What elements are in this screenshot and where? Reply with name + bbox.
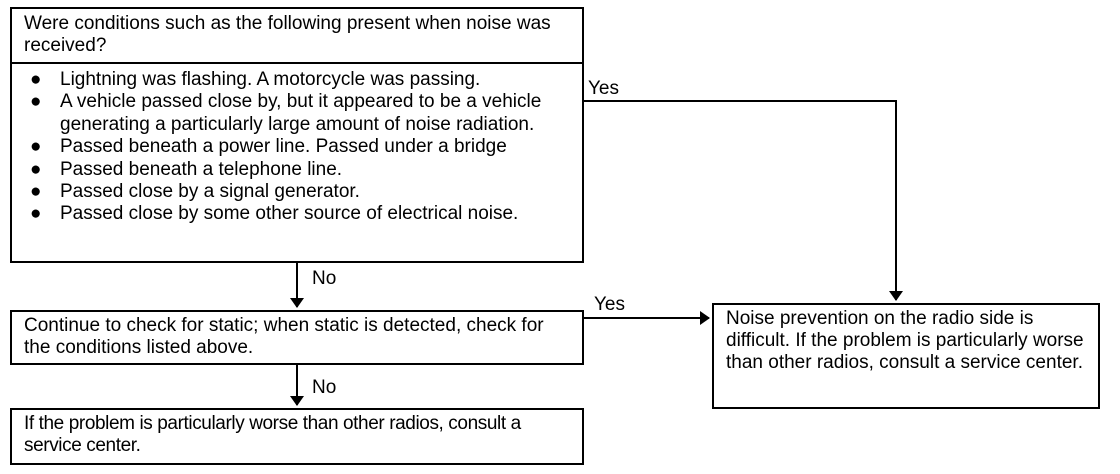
static-check-box: Continue to check for static; when stati… — [10, 310, 584, 365]
question-header-text: Were conditions such as the following pr… — [24, 13, 551, 56]
final-step-box: If the problem is particularly worse tha… — [10, 408, 584, 465]
bullet-icon: ● — [30, 136, 42, 158]
bullet-icon: ● — [30, 91, 42, 113]
yes-label-top: Yes — [588, 78, 619, 99]
condition-text: Passed beneath a telephone line. — [60, 158, 343, 180]
result-text: Noise prevention on the radio side is di… — [726, 308, 1084, 373]
condition-item: ● Passed beneath a telephone line. — [26, 159, 574, 181]
yes-top-connector — [584, 100, 903, 301]
condition-text: Passed close by some other source of ele… — [60, 203, 519, 225]
condition-text: Passed close by a signal generator. — [60, 181, 360, 203]
bullet-icon: ● — [30, 181, 42, 203]
condition-item: ● Passed close by some other source of el… — [26, 203, 574, 225]
result-box: Noise prevention on the radio side is di… — [712, 303, 1100, 409]
condition-list-box: ● Lightning was flashing. A motorcycle wa… — [10, 62, 584, 263]
condition-list: ● Lightning was flashing. A motorcycle wa… — [26, 69, 574, 226]
condition-item: ● A vehicle passed close by, but it appea… — [26, 91, 574, 136]
final-step-text: If the problem is particularly worse tha… — [24, 413, 521, 456]
condition-text: Lightning was flashing. A motorcycle was… — [60, 69, 481, 90]
condition-item: ● Passed close by a signal generator. — [26, 181, 574, 203]
condition-text: Passed beneath a power line. Passed unde… — [60, 136, 507, 158]
static-check-text: Continue to check for static; when stati… — [24, 315, 544, 358]
bullet-icon: ● — [30, 203, 42, 225]
yes-label-middle: Yes — [594, 294, 625, 315]
bullet-icon: ● — [30, 69, 42, 90]
condition-text: A vehicle passed close by, but it appear… — [60, 91, 542, 135]
condition-item: ● Lightning was flashing. A motorcycle wa… — [26, 69, 574, 91]
bullet-icon: ● — [30, 158, 42, 180]
question-header-box: Were conditions such as the following pr… — [10, 7, 584, 64]
condition-item: ● Passed beneath a power line. Passed und… — [26, 136, 574, 158]
no-label-second: No — [312, 377, 337, 398]
no-label-first: No — [312, 268, 337, 289]
